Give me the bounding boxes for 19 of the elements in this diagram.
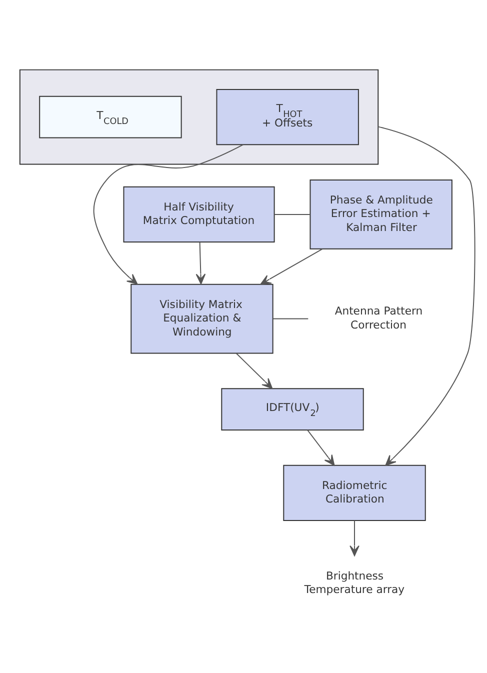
arrow [93, 144, 244, 285]
connector [274, 214, 310, 215]
node-box: Half Visibility Matrix Comptutation [123, 186, 275, 243]
connector [272, 318, 309, 320]
cluster [19, 69, 379, 165]
arrow [236, 352, 273, 389]
node-box: T$_{COLD}$ [39, 96, 182, 138]
arrow [196, 242, 206, 284]
node-text: Brightness Temperature array [304, 569, 405, 596]
node-box: T$_{HOT}$ + Offsets [216, 89, 359, 146]
arrow [260, 248, 323, 285]
arrow [307, 430, 335, 466]
node-text: Antenna Pattern Correction [334, 304, 423, 332]
arrow [378, 126, 476, 466]
node-box: Visibility Matrix Equalization & Windowing [130, 284, 274, 354]
node-box: Radiometric Calibration [283, 464, 426, 522]
node-box: IDFT(UV$_{2}$) [221, 388, 364, 430]
node-box: Phase & Amplitude Error Estimation + Kalman Filter [310, 180, 452, 250]
arrow [350, 520, 360, 556]
